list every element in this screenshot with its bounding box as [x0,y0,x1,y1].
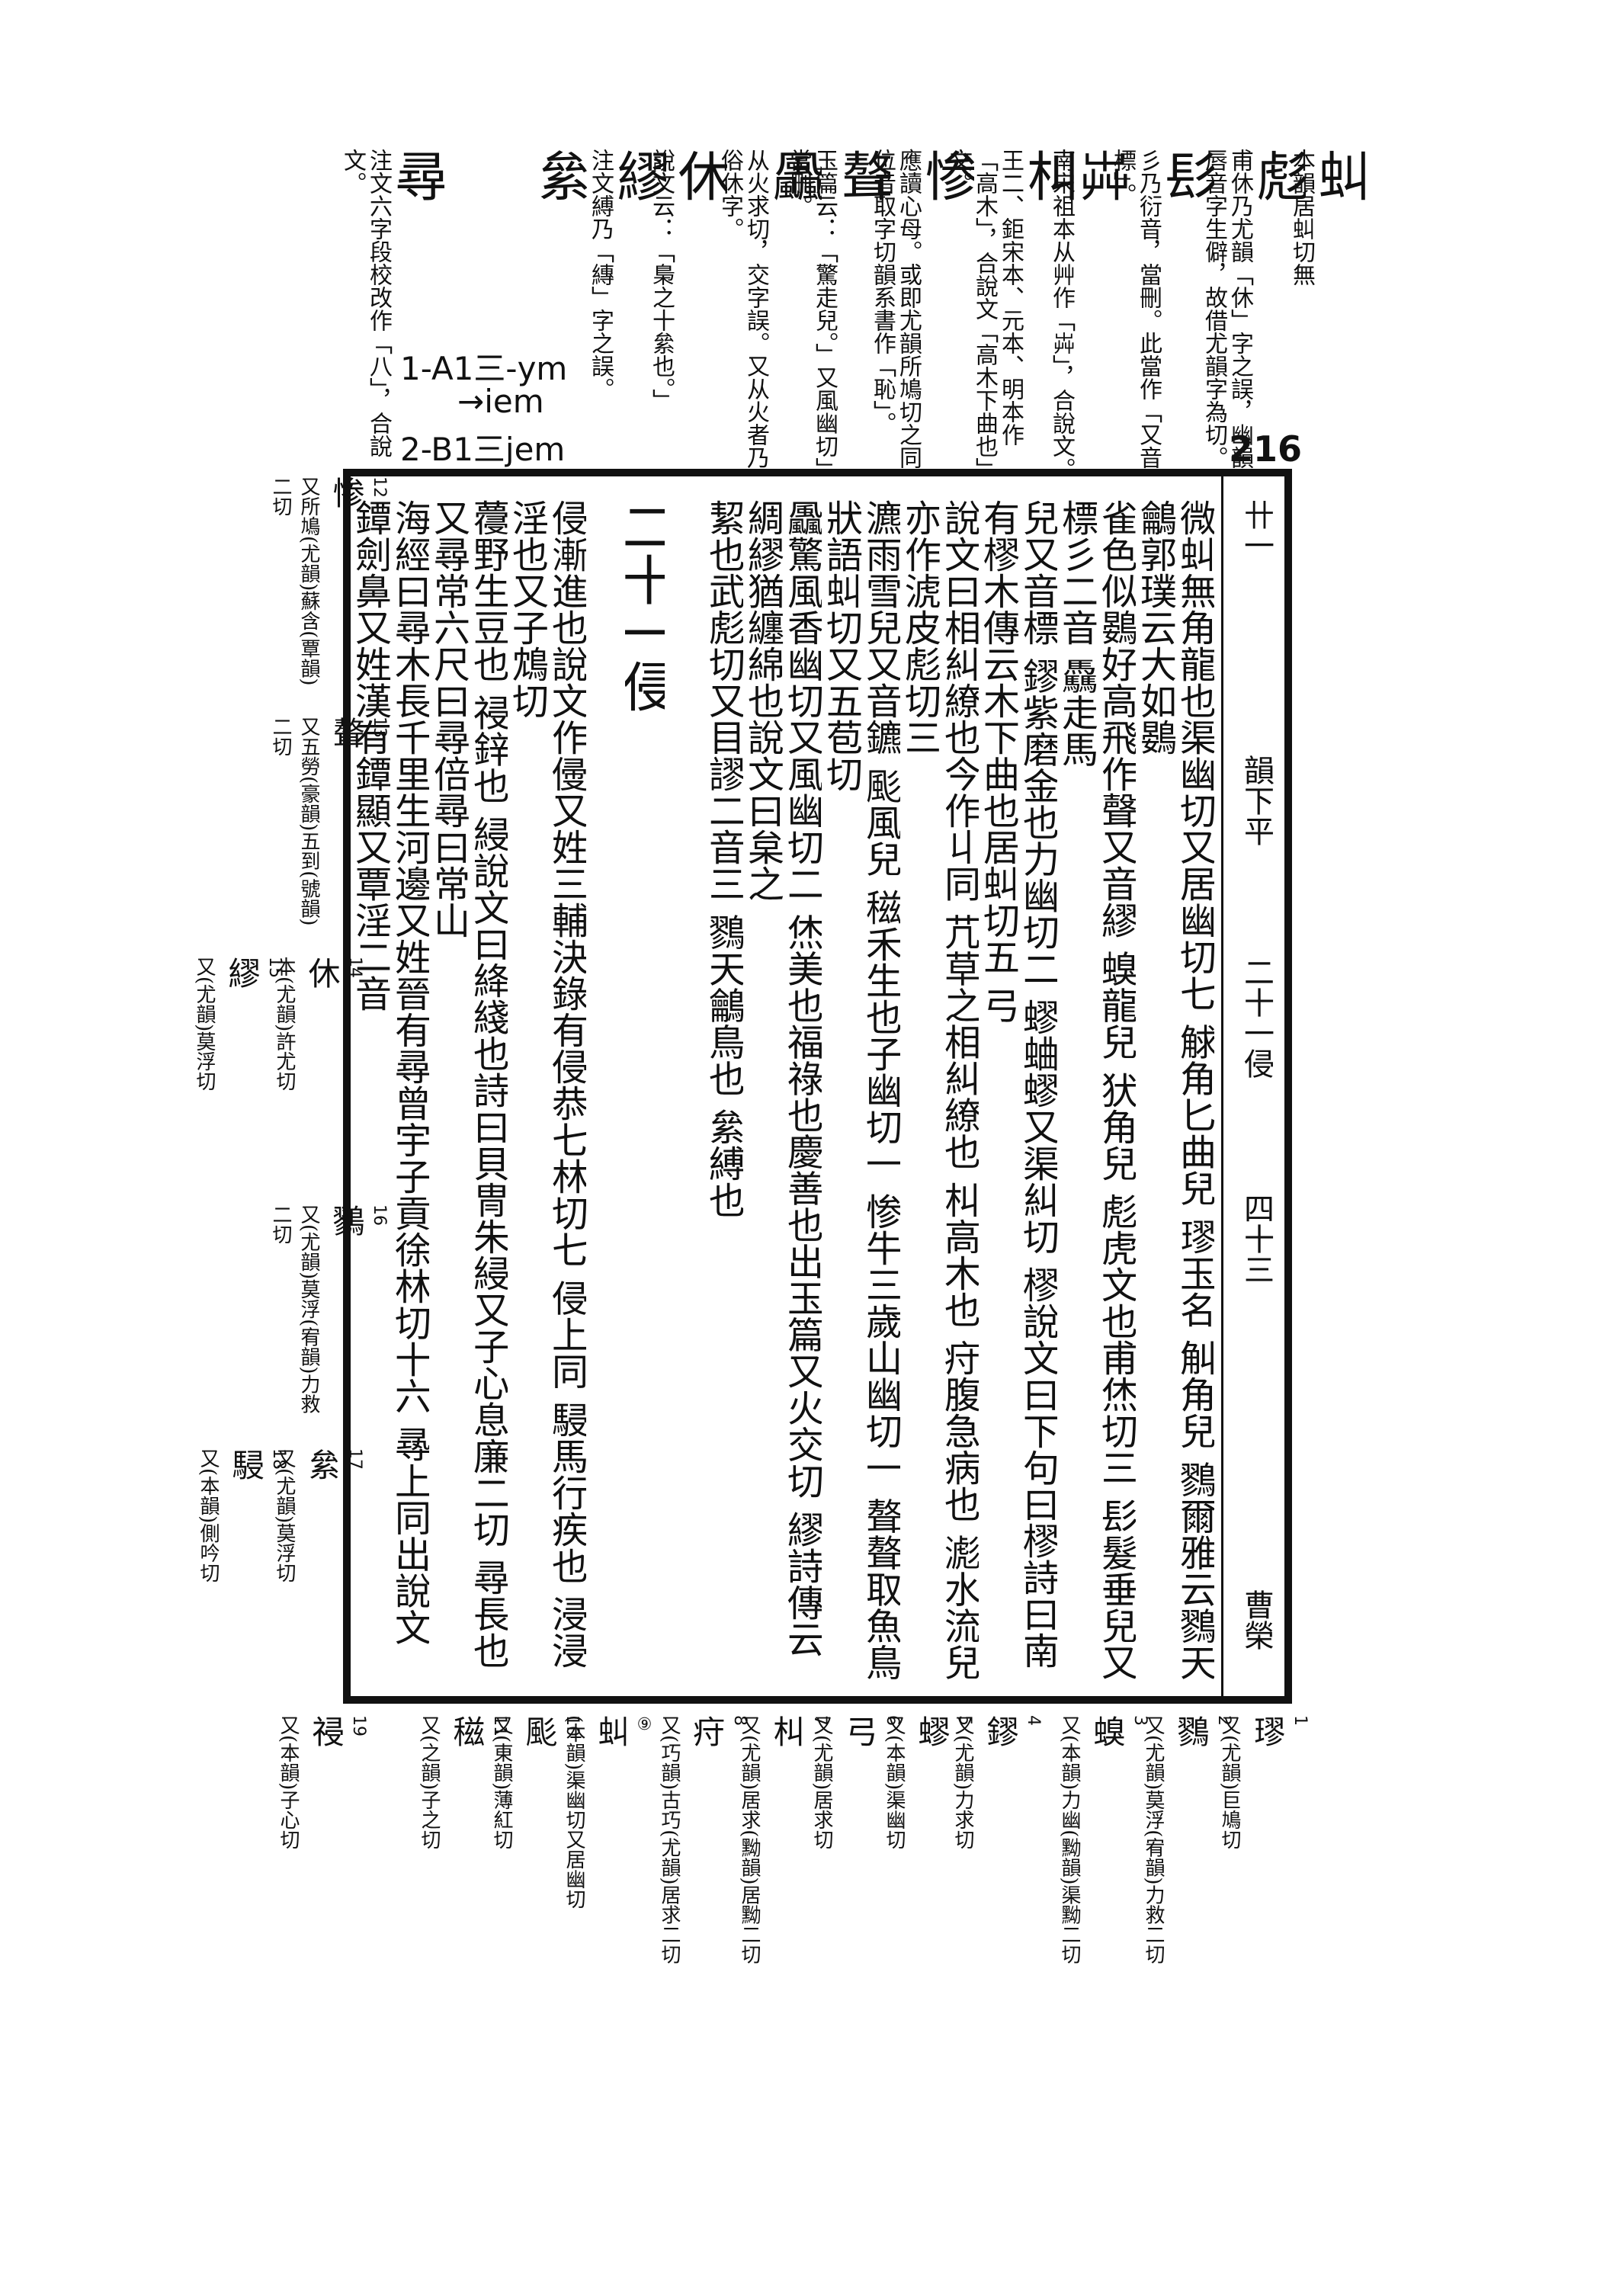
main-text-frame: 卄一 韻下平 二十一侵 四十三 曹榮 微虯無角龍也渠幽切又居幽切七 觩角匕曲兒 … [343,469,1292,1704]
frame-divider [1221,476,1223,1696]
top-note: 彪甫休乃尤韻「休」字之誤，幽韻唇音字生僻，故借尤韻字為切。 [1201,149,1306,469]
top-note: 繆注文縛乃「縳」字之誤。 [587,149,666,400]
rhyme-heading: 二十一侵 [625,499,665,713]
text-column: 微虯無角龍也渠幽切又居幽切七 觩角匕曲兒 璆玉名 觓角兒 鷚爾雅云鷚天鸙郭璞云大… [1135,499,1214,1681]
text-column: 雀色似鷃好高飛作聲又音繆 螑龍兒 犾角兒 彪虎文也甫烋切三 髟髮垂兒又標彡二音 … [1056,499,1136,1681]
top-note: 休說文云：「梟之十絫也。」 [648,149,727,412]
phonetic-line: 1-A1三-ym [400,350,568,387]
top-note: 朻王二、鉅宋本、元本、明本作「高木」，合說文「高木下曲也」文。 [945,149,1076,480]
top-note: 髟彡乃衍音，當刪。此當作「又音標」。 [1109,149,1214,469]
section-label: 韻下平 [1239,755,1274,846]
margin-label: 卄一 [1239,499,1274,560]
text-column: 兒又音標 鏐紫磨金也力幽切二 蟉蛐蟉又渠糾切 樛說文曰下句曰樛詩曰南有樛木傳云木… [978,499,1057,1669]
text-column: 說文曰相糾繚也今作丩同 芁草之相糾繚也 朻高木也 疛腹急病也 滮水流兒亦作淲皮彪… [899,499,979,1681]
phonetic-line: →iem [457,383,544,420]
top-note: 絫 [534,149,587,202]
top-note: 尋注文六字段校改作「八」，合說文。 [339,149,444,457]
page-number: 216 [1229,428,1303,470]
phonetic-line: 2-B1三jem [400,431,566,468]
scribe-label: 曹榮 [1239,1589,1274,1650]
margin-column: 卄一 韻下平 二十一侵 四十三 曹榮 [1228,499,1278,1688]
top-note: 飍从火求切，交字誤。又从火者乃俗休字。 [717,149,822,469]
text-column: 侵漸進也說文作㑴又姓三輔決錄有侵恭七林切七 侵上同 駸馬行疾也 浸浸淫也又子鴆切 [507,499,586,1669]
leaf-number: 四十三 [1239,1193,1274,1284]
text-column: 蘉野生豆也 祲鋅也 綅說文曰絳綫也詩曰貝冑朱綅又子心息廉二切 尋長也又尋常六尺曰… [428,499,508,1669]
top-note: 聱玉篇云：「驚走兒。」又風幽切」當刪。 [785,149,890,480]
text-column: 海經曰尋木長千里生河邊又姓晉有尋曾宇子貢徐林切十六 㝷上同出說文 鐔劍鼻又姓漢有… [350,499,429,1646]
top-note: 芔南宋祖本从艸作「芔」，合說文。 [1048,149,1127,480]
top-note: 惨應讀心母。或即尤韻所鳩切之同位音取字切韻系書作「恥」。 [869,149,974,469]
text-column: 瀌雨雪兒又音鑣 颩風兒 稵禾生也子幽切一 惨牛三歲山幽切一 聱聱取魚鳥狀語虯切又… [821,499,900,1681]
rhyme-label: 二十一侵 [1239,957,1274,1079]
text-column: 絜也武彪切又目謬二音三 鷚天鸙鳥也 絫縛也 [704,499,743,1218]
top-note: 虯本韻居虯切無 [1288,149,1368,286]
text-column: 飍驚風香幽切又風幽切二 烋美也福祿也慶善也出玉篇又火交切 繆詩傳云綢繆猶纏綿也說… [742,499,822,1657]
